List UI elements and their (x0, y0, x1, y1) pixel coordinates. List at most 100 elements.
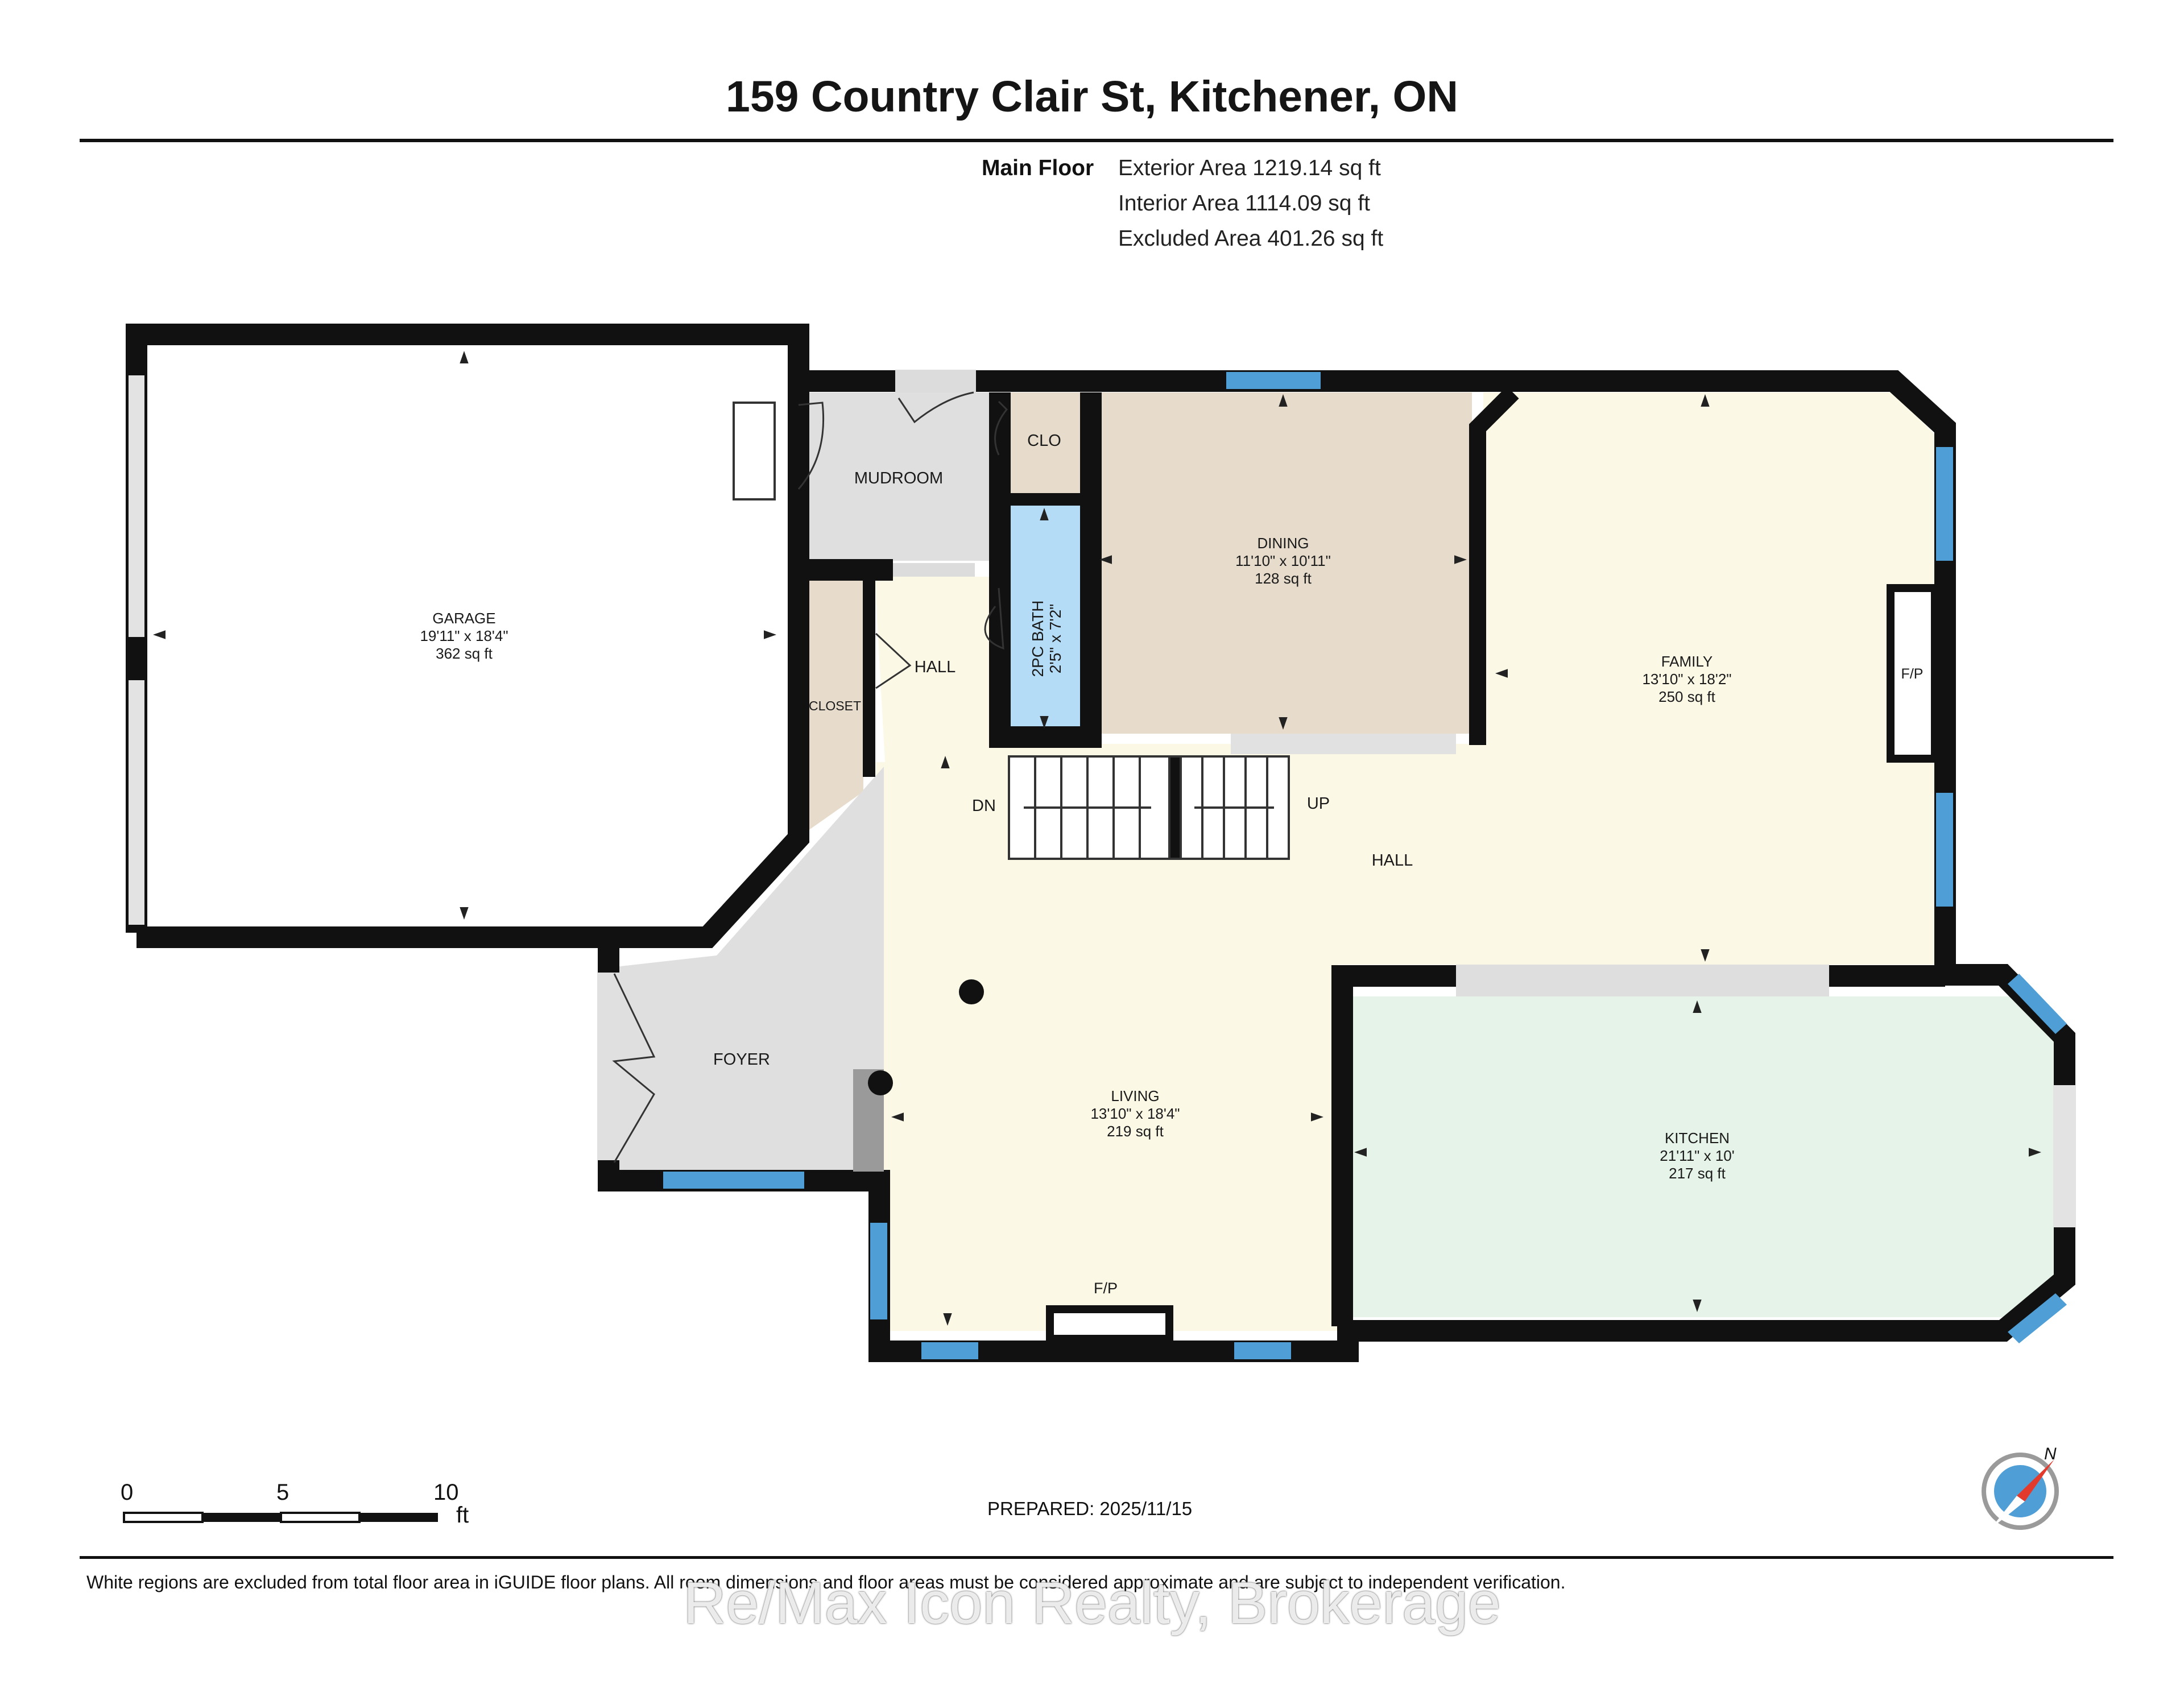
stair-divider (1168, 755, 1182, 860)
room-living: LIVING 13'10" x 18'4" 219 sq ft (1090, 1087, 1180, 1140)
dimension-arrow (1693, 1300, 1702, 1312)
dimension-arrow (943, 1313, 952, 1326)
foyer-window (663, 1172, 804, 1189)
kitchen-top-wall (1331, 965, 1467, 1326)
interior-area: Interior Area 1114.09 sq ft (1118, 191, 1370, 216)
room-dims: 13'10" x 18'2" (1642, 671, 1732, 688)
kitchen-floor (1349, 996, 2059, 1317)
room-kitchen: KITCHEN 21'11" x 10' 217 sq ft (1660, 1130, 1734, 1182)
label-clo: CLO (1027, 432, 1061, 450)
header-rule (80, 139, 2113, 142)
label-mudroom: MUDROOM (854, 469, 944, 487)
dimension-arrow (1311, 1112, 1323, 1122)
foyer-door-opening (597, 973, 620, 1160)
compass-face (1994, 1465, 2046, 1517)
room-family: FAMILY 13'10" x 18'2" 250 sq ft (1642, 653, 1731, 706)
doors (612, 391, 1008, 1163)
room-name: LIVING (1111, 1087, 1160, 1104)
kitchen-opening (1456, 965, 1829, 996)
dining-window (1226, 372, 1321, 389)
room-garage: GARAGE 19'11" x 18'4" 362 sq ft (420, 610, 508, 663)
room-name: DINING (1257, 535, 1309, 552)
disclaimer: White regions are excluded from total fl… (86, 1572, 1566, 1592)
compass-needle-south (1991, 1496, 2025, 1529)
room-dining: DINING 11'10" x 10'11" 128 sq ft (1235, 535, 1331, 588)
dimension-arrow (2029, 1148, 2041, 1157)
closet-hall-door (875, 632, 912, 689)
garage-floor (141, 345, 786, 922)
label-up: UP (1306, 795, 1330, 813)
garage-left-opening-2 (129, 680, 144, 925)
room-fills (141, 345, 2059, 1331)
living-fireplace (1046, 1305, 1173, 1343)
fireplaces (1046, 584, 1939, 1343)
dimension-arrow (1354, 1148, 1367, 1157)
living-window-left (870, 1223, 887, 1319)
scale-bar (123, 1512, 438, 1523)
fireplace-vent (868, 1070, 893, 1095)
room-dims: 21'11" x 10' (1660, 1147, 1735, 1164)
clo-floor (1009, 392, 1085, 494)
label-closet: CLOSET (808, 698, 862, 713)
mudroom-floor (802, 392, 999, 561)
foyer-door-swing (612, 973, 656, 1163)
label-fp-family: F/P (1901, 666, 1924, 682)
dimension-arrow (1701, 394, 1710, 407)
dimension-arrow (1495, 669, 1508, 678)
label-foyer: FOYER (713, 1050, 770, 1069)
page-title: 159 Country Clair St, Kitchener, ON (726, 72, 1458, 121)
scale-seg-1 (123, 1512, 204, 1523)
stairs (733, 402, 1290, 860)
family-window-2 (1936, 793, 1953, 907)
foyer-floor (615, 767, 884, 1172)
exterior-area: Exterior Area 1219.14 sq ft (1118, 156, 1381, 180)
dimension-arrow (764, 630, 776, 639)
family-dining-wall (1469, 386, 1519, 745)
dimension-arrow (1279, 394, 1288, 407)
label-hall-upper: HALL (914, 658, 956, 676)
compass-north-label: N (2044, 1445, 2057, 1463)
closet-door-swing (994, 400, 1008, 456)
family-window-1 (1936, 447, 1953, 561)
dimension-arrow (1454, 555, 1467, 564)
label-dn: DN (972, 797, 996, 815)
footer-rule (80, 1556, 2113, 1559)
room-area: 250 sq ft (1658, 688, 1715, 705)
windows (663, 372, 2067, 1359)
bath-door-swing (984, 588, 1004, 650)
excluded-area: Excluded Area 401.26 sq ft (1118, 226, 1384, 251)
bath-wall (989, 392, 1102, 748)
mudroom-door-opening (895, 370, 976, 392)
scale-seg-3 (280, 1512, 361, 1523)
mudroom-door-swing (897, 391, 974, 424)
dimension-arrow (153, 630, 166, 639)
kitchen-window-upper (2008, 974, 2067, 1034)
scale-seg-4 (359, 1513, 438, 1522)
label-hall-main: HALL (1371, 851, 1413, 870)
prepared-date: PREPARED: 2025/11/15 (987, 1498, 1193, 1519)
scale-label-5: 5 (276, 1480, 289, 1505)
garage-steps (733, 402, 776, 500)
stair-treads (1024, 755, 1274, 860)
garage-door-swing (797, 402, 825, 490)
dimension-arrow (1279, 717, 1288, 730)
kitchen-window-lower (2008, 1293, 2067, 1343)
hall-opening (893, 563, 975, 577)
room-area: 217 sq ft (1669, 1165, 1726, 1182)
dimension-arrow (460, 351, 469, 363)
room-area: 128 sq ft (1255, 570, 1312, 587)
room-name: 2PC BATH (1029, 600, 1046, 677)
dining-opening (1231, 734, 1456, 754)
bath-floor (1009, 505, 1085, 734)
floor-label: Main Floor (982, 156, 1094, 180)
kitchen-right-opening (2053, 1085, 2076, 1227)
watermark: Re/Max Icon Realty, Brokerage (683, 1570, 1501, 1636)
scale-label-0: 0 (121, 1480, 134, 1505)
dimension-arrow (1693, 1000, 1702, 1013)
room-name: GARAGE (432, 610, 496, 627)
living-window-bottom-2 (1234, 1342, 1291, 1359)
garage-left-opening (129, 375, 144, 637)
dining-floor (1097, 392, 1472, 734)
compass-needle-north (2017, 1459, 2054, 1501)
dimension-arrow (1099, 555, 1112, 564)
